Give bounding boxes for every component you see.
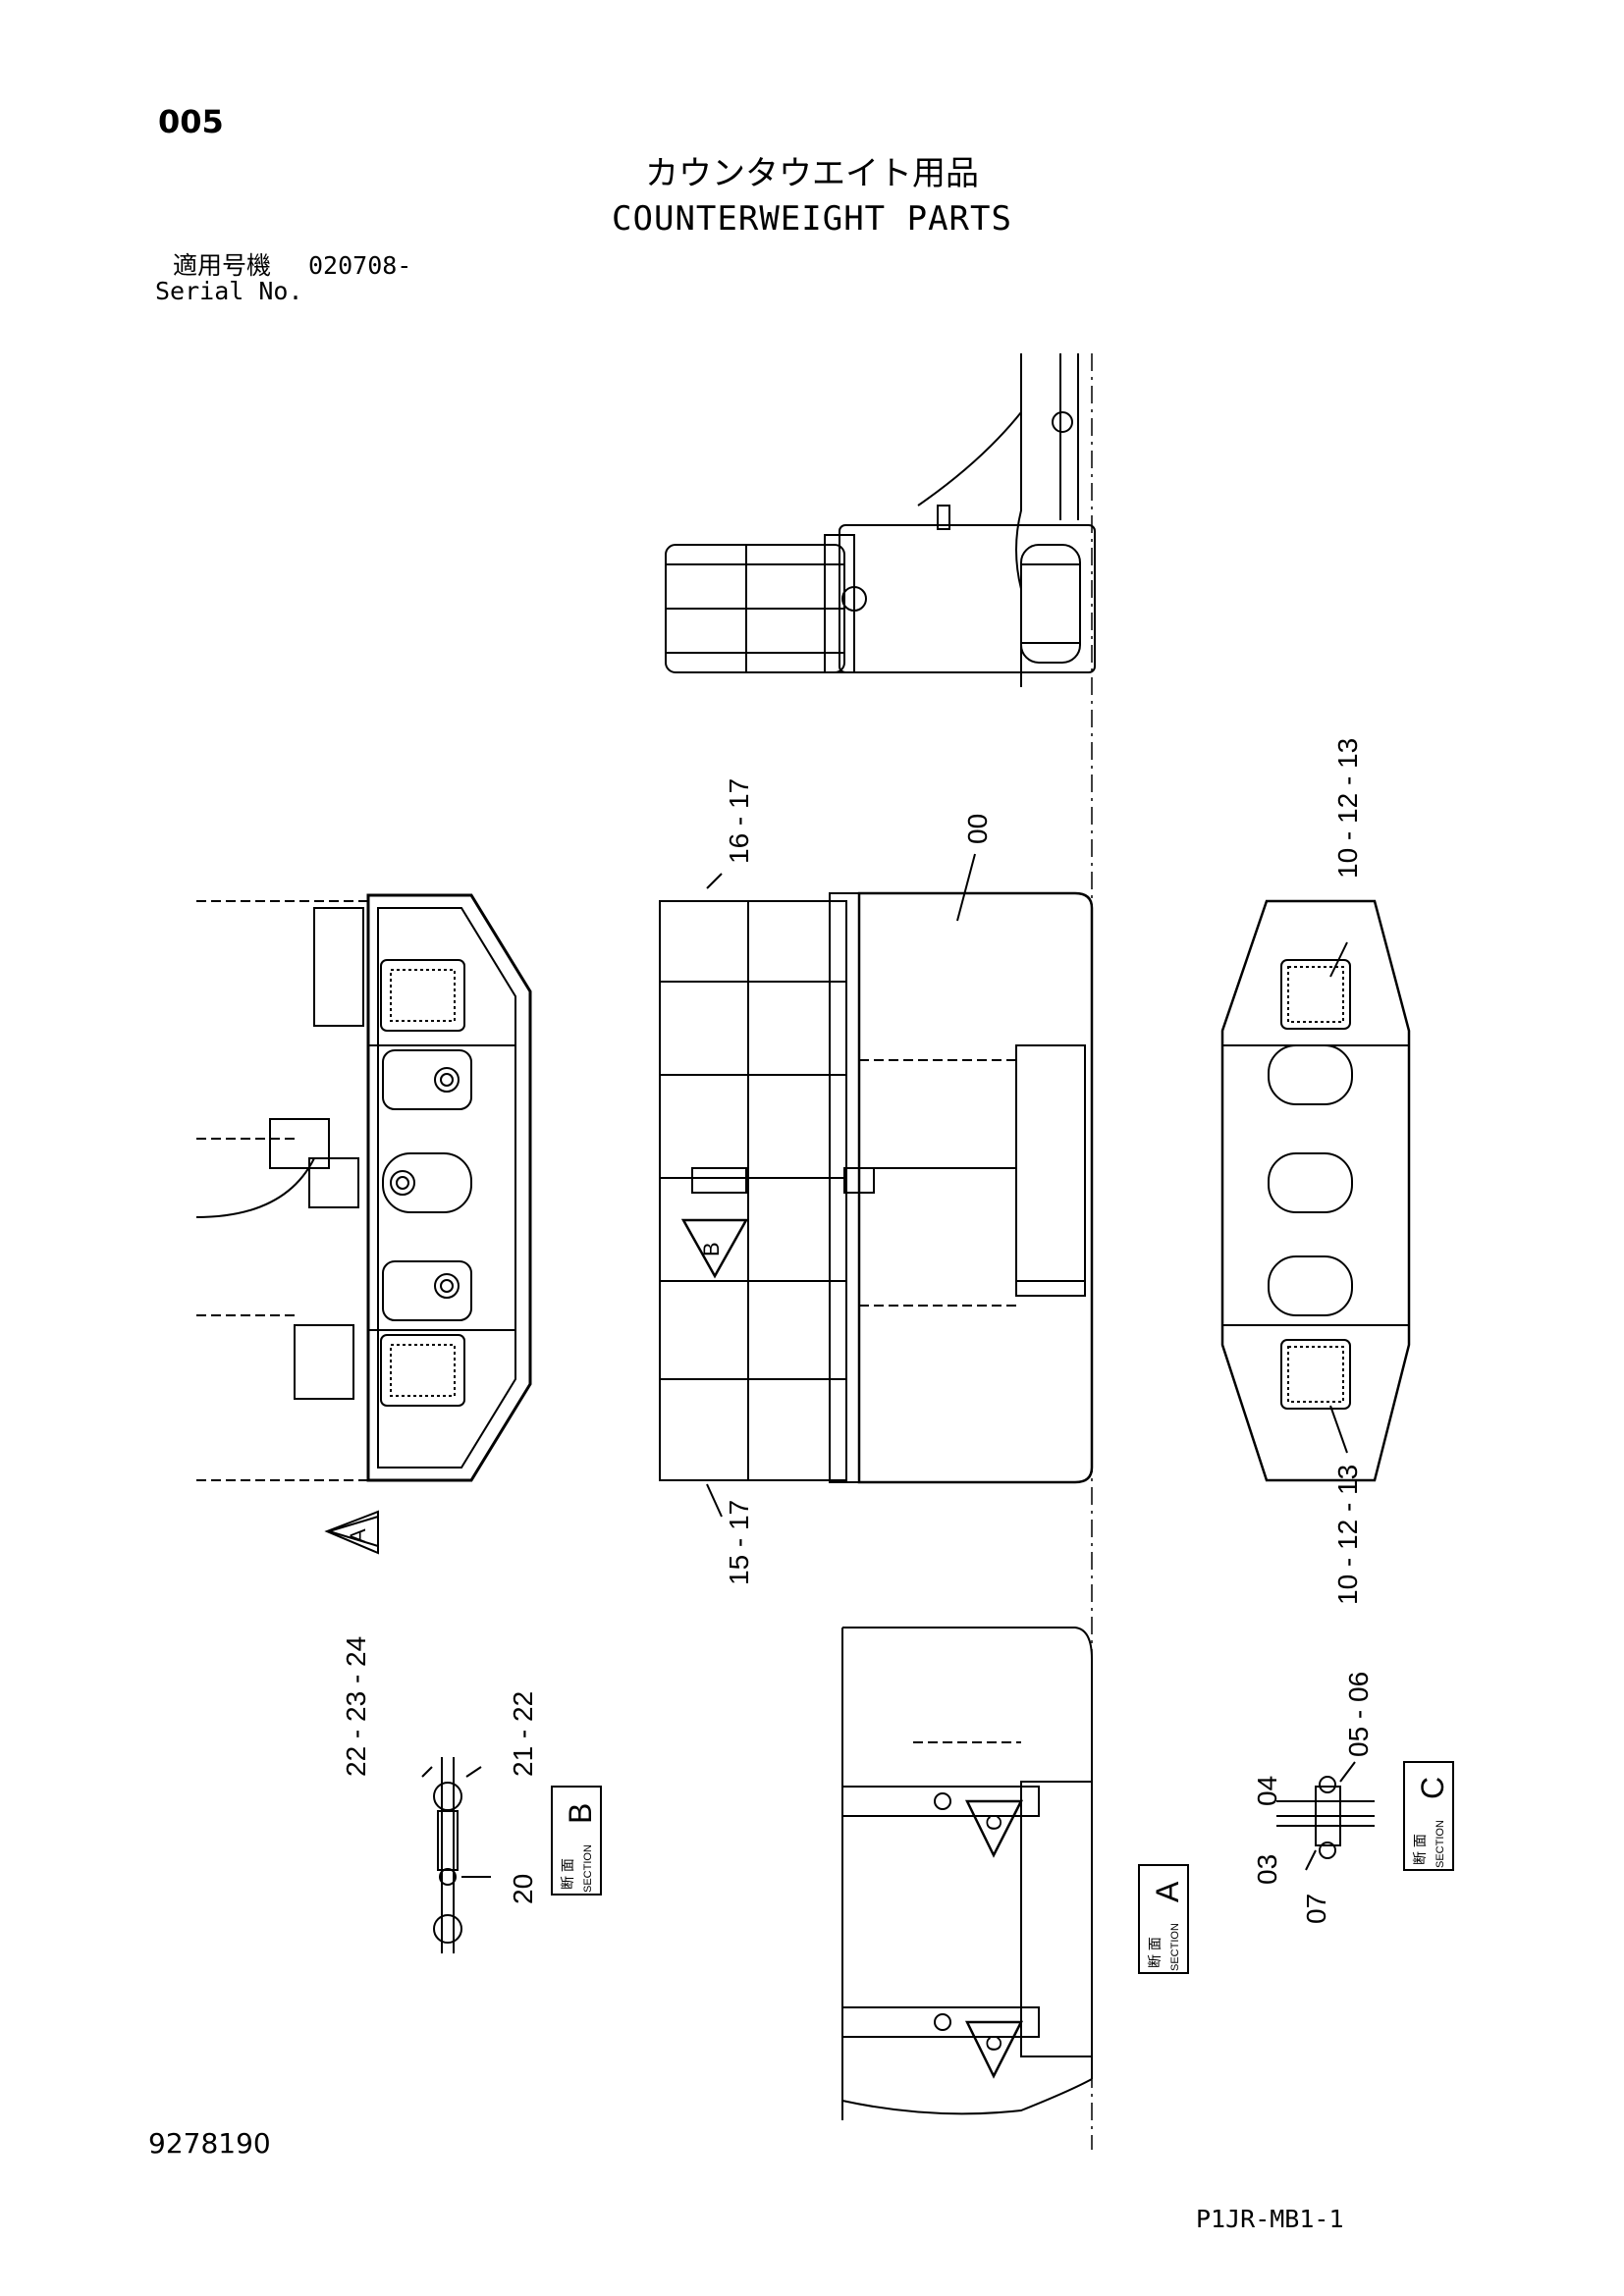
callout-10-12-13-bottom: 10 - 12 - 13 (1332, 1465, 1363, 1605)
callout-21-22: 21 - 22 (508, 1691, 538, 1777)
title-english: COUNTERWEIGHT PARTS (612, 199, 1012, 239)
callout-03: 03 (1252, 1854, 1282, 1885)
serial-label-jp: 適用号機 (173, 251, 272, 280)
section-a-en: SECTION (1169, 1923, 1181, 1971)
callout-16-17: 16 - 17 (724, 778, 754, 864)
section-a-box (1138, 1864, 1189, 1974)
view-c-marker-upper: C (982, 1815, 1006, 1831)
view-b-marker: B (699, 1242, 724, 1256)
serial-value: 020708- (308, 251, 412, 280)
section-c-en: SECTION (1435, 1820, 1446, 1868)
right-rear-view (1220, 899, 1411, 1482)
section-b-letter: B (563, 1803, 598, 1824)
section-c-box (1403, 1761, 1454, 1871)
document-number: 9278190 (148, 2127, 271, 2160)
section-c-detail (1276, 1761, 1375, 1871)
callout-20: 20 (508, 1874, 538, 1904)
section-c-jp: 断 面 (1412, 1834, 1428, 1865)
callout-05-06: 05 - 06 (1343, 1672, 1374, 1757)
callout-07: 07 (1301, 1894, 1331, 1924)
top-side-view (665, 353, 1096, 687)
callout-10-12-13-top: 10 - 12 - 13 (1332, 738, 1363, 879)
section-b-box (551, 1786, 602, 1896)
section-c-letter: C (1415, 1777, 1450, 1799)
view-a-marker: A (346, 1528, 370, 1543)
callout-15-17: 15 - 17 (724, 1500, 754, 1585)
left-plan-view (195, 893, 532, 1555)
title-japanese: カウンタウエイト用品 (645, 154, 979, 193)
callout-04: 04 (1252, 1776, 1282, 1806)
callout-00: 00 (962, 814, 993, 844)
section-b-detail (421, 1757, 491, 1953)
serial-label-en: Serial No. (155, 277, 303, 305)
callout-22-23-24: 22 - 23 - 24 (341, 1636, 371, 1777)
sheet-id: P1JR-MB1-1 (1196, 2205, 1344, 2233)
bottom-side-view (841, 1627, 1093, 2120)
section-a-jp: 断 面 (1147, 1937, 1163, 1968)
section-b-jp: 断 面 (560, 1858, 575, 1890)
section-a-letter: A (1150, 1881, 1185, 1902)
view-c-marker-lower: C (982, 2036, 1006, 2052)
center-front-view (659, 853, 1094, 1518)
page-number: 005 (158, 103, 224, 140)
section-b-en: SECTION (582, 1844, 594, 1893)
